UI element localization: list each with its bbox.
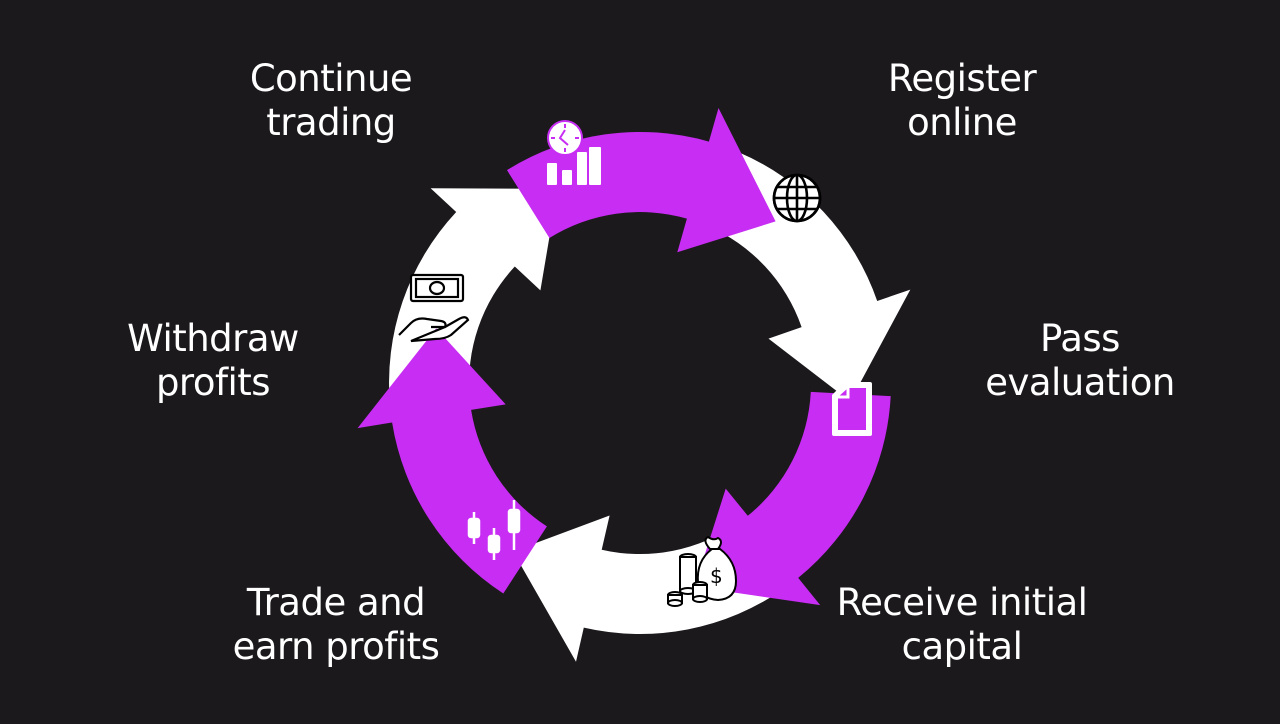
- document-icon: [832, 382, 872, 436]
- step-label-line: evaluation: [985, 361, 1175, 404]
- step-label-line: Withdraw: [127, 317, 299, 360]
- step-label-trade: Trade and earn profits: [176, 581, 496, 669]
- clock-chart-icon: [547, 120, 601, 185]
- svg-text:$: $: [710, 564, 723, 588]
- step-label-line: Receive initial: [836, 581, 1088, 624]
- hand-cash-icon: [398, 273, 470, 343]
- step-label-line: online: [907, 101, 1017, 144]
- arrow-ring: [357, 108, 911, 662]
- step-label-receive: Receive initial capital: [802, 581, 1122, 669]
- globe-icon: [772, 173, 822, 223]
- step-label-line: profits: [155, 361, 271, 404]
- arrow-pass: [694, 391, 891, 606]
- step-label-line: Register: [887, 57, 1037, 100]
- candlestick-icon: [467, 500, 521, 560]
- step-label-withdraw: Withdraw profits: [53, 317, 373, 405]
- arrow-trade: [357, 328, 547, 594]
- step-label-continue: Continue trading: [171, 57, 491, 145]
- step-label-line: capital: [901, 625, 1023, 668]
- money-bag-coins-icon: $: [667, 535, 738, 607]
- step-label-line: Continue: [249, 57, 413, 100]
- step-label-register: Register online: [802, 57, 1122, 145]
- step-label-line: Pass: [1040, 317, 1120, 360]
- step-label-line: Trade and: [246, 581, 426, 624]
- step-label-line: earn profits: [232, 625, 440, 668]
- step-label-line: trading: [266, 101, 396, 144]
- step-label-pass: Pass evaluation: [920, 317, 1240, 405]
